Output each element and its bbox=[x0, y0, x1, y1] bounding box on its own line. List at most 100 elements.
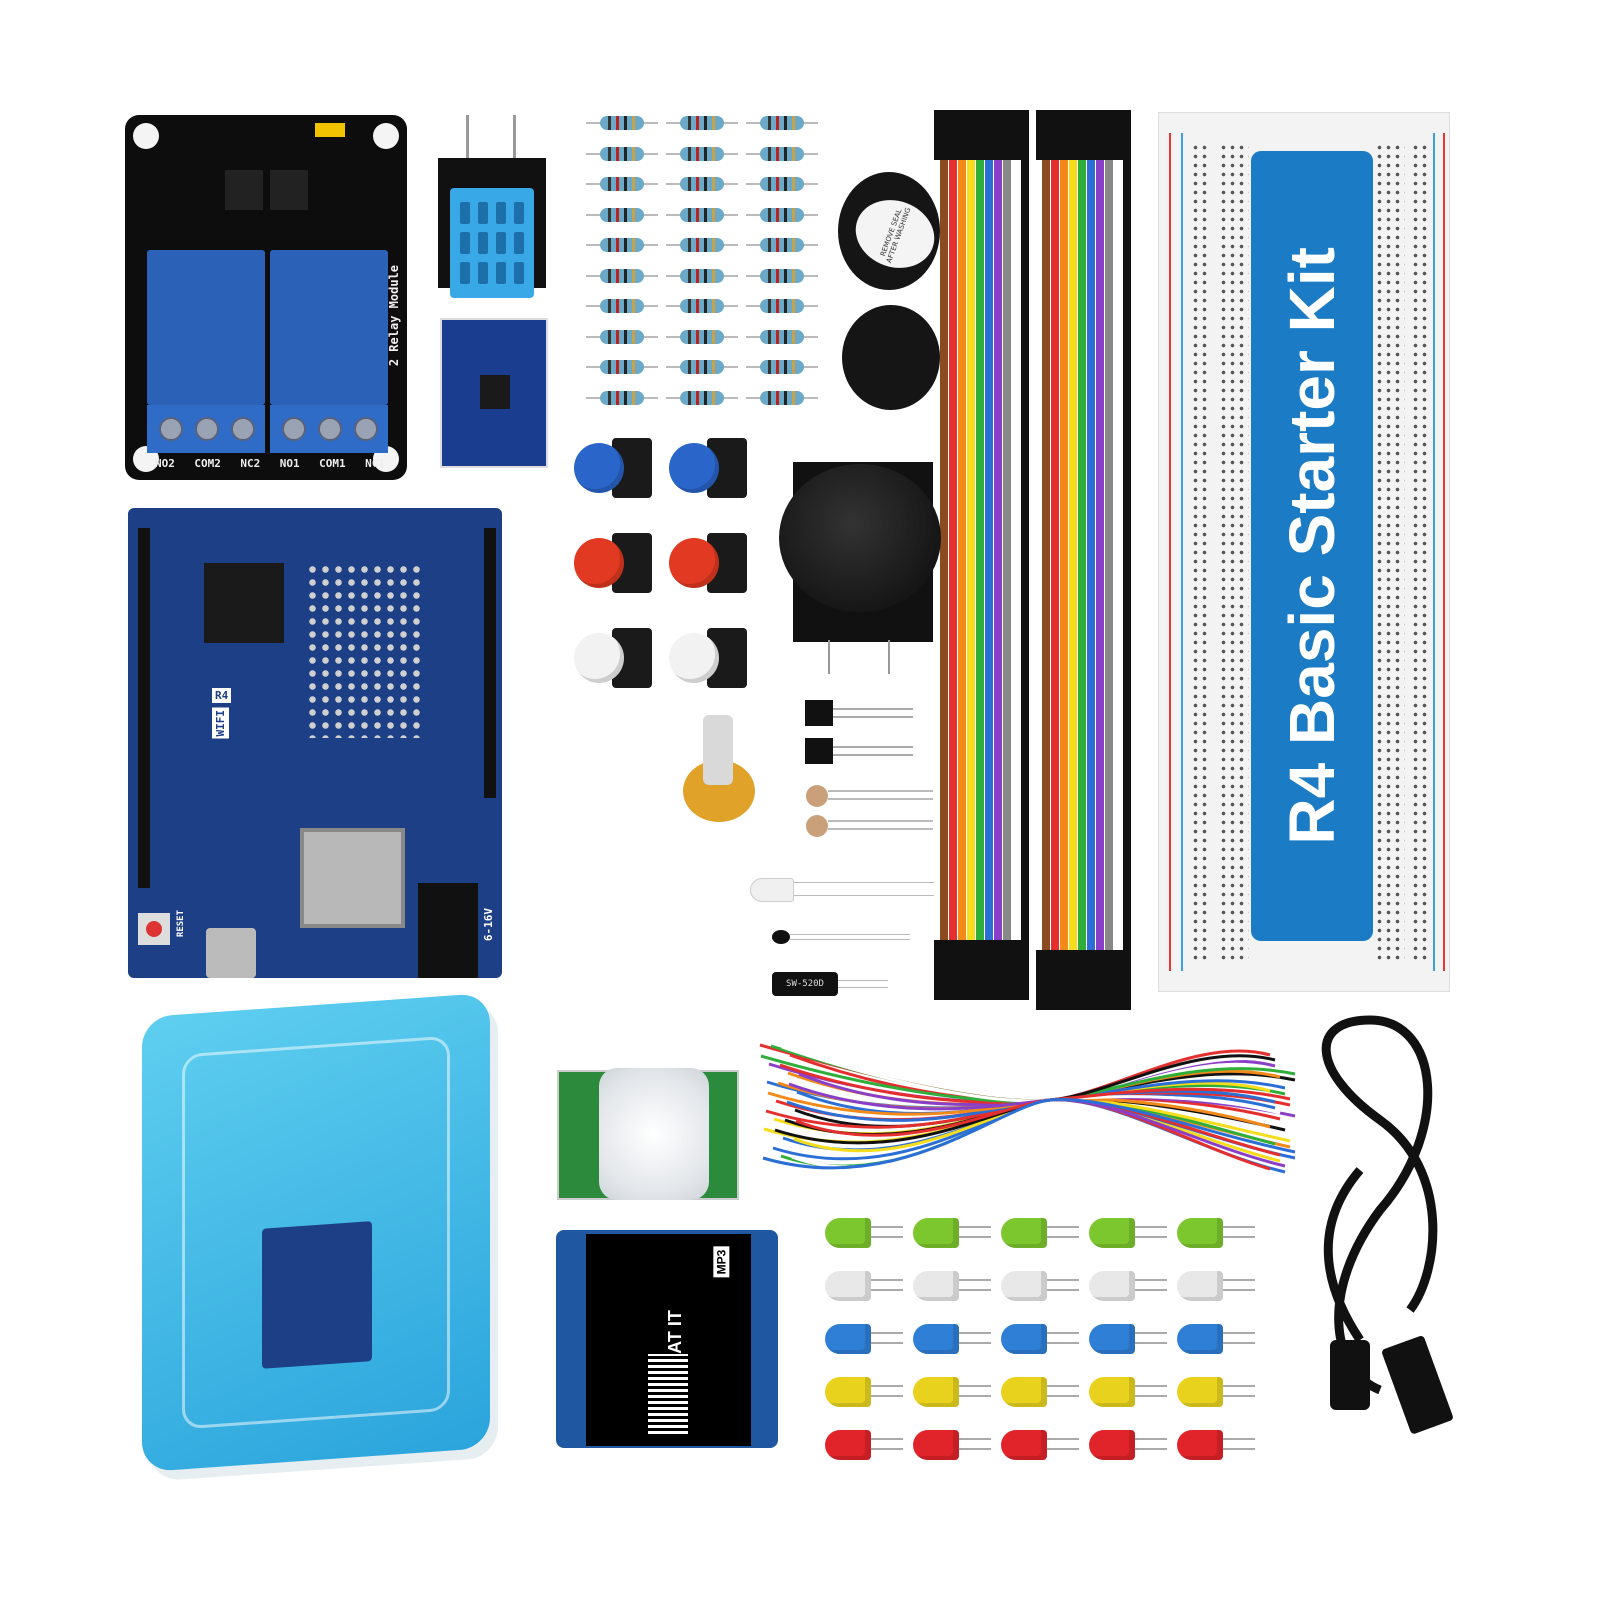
resistor bbox=[746, 390, 818, 405]
optocoupler bbox=[270, 170, 308, 210]
resistor bbox=[746, 329, 818, 344]
jumper-wire bbox=[762, 1098, 1296, 1170]
led bbox=[913, 1324, 991, 1354]
led bbox=[1089, 1271, 1167, 1301]
wire bbox=[994, 110, 1002, 1000]
mount-hole bbox=[373, 123, 399, 149]
pir-sensor bbox=[557, 1068, 739, 1200]
photoresistor-leads bbox=[828, 790, 933, 800]
led-matrix bbox=[306, 563, 426, 738]
wire bbox=[940, 110, 948, 1000]
connector-housing bbox=[934, 110, 1026, 160]
connector-housing bbox=[1036, 950, 1128, 1010]
resistor bbox=[666, 390, 738, 405]
photoresistor bbox=[806, 815, 828, 837]
header-pins-left bbox=[138, 528, 150, 888]
wire bbox=[1096, 110, 1104, 1010]
arduino-uno-r4-wifi: R4 WIFI 6-16V RESET bbox=[128, 508, 502, 978]
relay-1 bbox=[147, 250, 265, 405]
led bbox=[913, 1377, 991, 1407]
led bbox=[1089, 1377, 1167, 1407]
wire bbox=[1042, 110, 1050, 1010]
resistor bbox=[586, 268, 658, 283]
resistor bbox=[746, 299, 818, 313]
jumper bbox=[315, 123, 345, 137]
jumper-wire-bundle bbox=[759, 1043, 1296, 1174]
resistor bbox=[586, 177, 658, 191]
power-jack bbox=[418, 883, 478, 978]
led bbox=[1177, 1324, 1255, 1354]
pir-dome bbox=[599, 1068, 709, 1200]
joystick-module bbox=[779, 462, 941, 674]
terminal-label: NC2 bbox=[240, 457, 261, 470]
wire bbox=[1051, 110, 1059, 1010]
resistor bbox=[746, 116, 818, 130]
connector-housing bbox=[1036, 110, 1128, 160]
resistor bbox=[586, 238, 658, 252]
resistor bbox=[586, 146, 658, 161]
relay-terminal-labels: NO2 COM2 NC2 NO1 COM1 NC1 bbox=[155, 457, 385, 470]
rail-holes bbox=[1411, 143, 1431, 961]
power-rail bbox=[1169, 133, 1171, 971]
ic-chip bbox=[480, 375, 510, 409]
header-pins-right bbox=[484, 528, 496, 798]
resistor bbox=[666, 299, 738, 313]
ribbon-cable-male bbox=[1036, 110, 1131, 1010]
dht-grille bbox=[450, 188, 534, 298]
led bbox=[1177, 1377, 1255, 1407]
led bbox=[1089, 1324, 1167, 1354]
resistor bbox=[586, 329, 658, 344]
power-rail bbox=[1433, 133, 1435, 971]
tilt-switch-leads bbox=[838, 980, 888, 988]
wire bbox=[1078, 110, 1086, 1010]
rail-holes bbox=[1191, 143, 1211, 961]
thermistor-leads bbox=[790, 934, 910, 940]
dht-pins bbox=[466, 115, 516, 160]
ribbon-cable-female bbox=[934, 110, 1029, 1000]
resistor bbox=[746, 238, 818, 252]
resistor bbox=[666, 268, 738, 283]
led bbox=[1001, 1218, 1079, 1248]
relay-2 bbox=[270, 250, 388, 405]
wire bbox=[985, 110, 993, 1000]
terminal-label: COM2 bbox=[194, 457, 221, 470]
wire bbox=[1003, 110, 1011, 1000]
led bbox=[913, 1430, 991, 1460]
button-cap bbox=[574, 538, 624, 588]
wire bbox=[1069, 110, 1077, 1010]
terminal-label: NO1 bbox=[279, 457, 300, 470]
resistor bbox=[586, 360, 658, 374]
passive-buzzer bbox=[842, 305, 940, 410]
rgb-led-leads bbox=[794, 882, 934, 896]
transistor-leads bbox=[833, 746, 913, 756]
wire bbox=[958, 110, 966, 1000]
resistor bbox=[666, 146, 738, 161]
usb-c-plug bbox=[1330, 1340, 1370, 1410]
relay-title: 2 Relay Module bbox=[387, 265, 401, 367]
resistor bbox=[666, 360, 738, 374]
thermistor bbox=[772, 930, 790, 944]
led bbox=[825, 1377, 903, 1407]
terminal-block bbox=[147, 405, 265, 453]
case-arduino-print bbox=[262, 1221, 372, 1369]
led bbox=[1001, 1377, 1079, 1407]
led bbox=[825, 1271, 903, 1301]
transistor-leads bbox=[833, 708, 913, 718]
wifi-module bbox=[300, 828, 405, 928]
wire bbox=[1114, 110, 1122, 1010]
wire bbox=[976, 110, 984, 1000]
buzzer-sticker: REMOVE SEAL AFTER WASHING bbox=[846, 189, 944, 279]
wire bbox=[967, 110, 975, 1000]
active-buzzer: REMOVE SEAL AFTER WASHING bbox=[838, 172, 944, 290]
resistor bbox=[746, 360, 818, 374]
tilt-switch: SW-520D bbox=[772, 972, 838, 996]
wire bbox=[1123, 110, 1131, 1010]
microcontroller bbox=[204, 563, 284, 643]
reset-button bbox=[138, 913, 170, 945]
mount-hole bbox=[133, 123, 159, 149]
kit-title: R4 Basic Starter Kit bbox=[1276, 247, 1348, 845]
relay-module: 2 Relay Module NO2 COM2 NC2 NO1 COM1 NC1 bbox=[125, 115, 407, 480]
wire bbox=[1087, 110, 1095, 1010]
usb-a-plug bbox=[1382, 1335, 1453, 1434]
cable-loop bbox=[1321, 1015, 1438, 1395]
